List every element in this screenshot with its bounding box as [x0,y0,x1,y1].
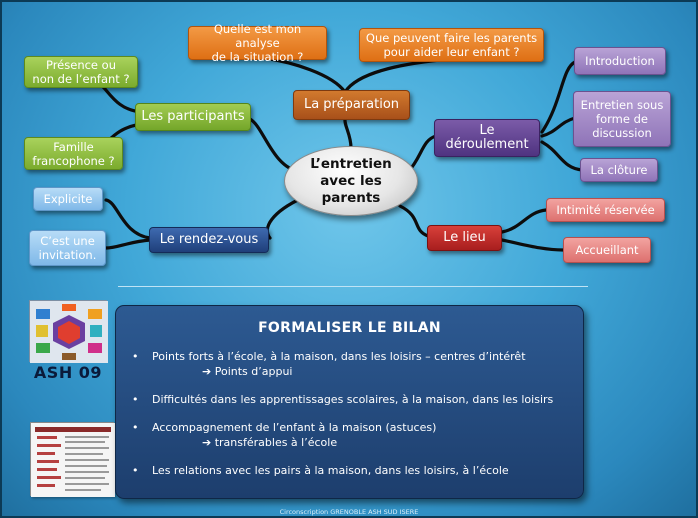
node-explicite: Explicite [33,187,103,211]
bilan-item-text: Accompagnement de l’enfant à la maison (… [152,421,437,434]
node-famille-francophone: Famille francophone ? [24,137,123,170]
footer-credit: Circonscription GRENOBLE ASH SUD ISERE [279,508,419,516]
arrow-right-icon: ➔ [202,436,212,449]
bilan-subitem-text: transférables à l’école [214,436,338,449]
bilan-item-3-sub: ➔ transférables à l’école [202,435,337,450]
document-thumbnail-image [30,422,115,497]
bilan-panel: FORMALISER LE BILAN • Points forts à l’é… [115,305,584,499]
node-cloture: La clôture [580,158,658,182]
arrow-right-icon: ➔ [202,365,212,378]
node-entretien-discussion: Entretien sous forme de discussion [573,91,671,147]
bilan-title: FORMALISER LE BILAN [258,320,441,336]
bilan-item-text: Les relations avec les pairs à la maison… [152,464,509,477]
node-deroulement: Le déroulement [434,119,540,157]
node-accueillant: Accueillant [563,237,651,263]
link-deroulement-intro [540,60,577,134]
link-lieu-intimite [500,208,548,234]
link-deroulement-cloture [540,140,584,172]
bilan-item-1-sub: ➔ Points d’appui [202,364,292,379]
link-center-rendezvous [265,196,304,240]
node-rendezvous: Le rendez-vous [149,227,269,253]
bullet-icon: • [132,393,139,406]
document-lines-icon [31,423,115,497]
section-divider [118,286,588,287]
node-participants: Les participants [135,103,251,131]
bullet-icon: • [132,464,139,477]
node-aide-parents: Que peuvent faire les parents pour aider… [359,28,544,62]
bilan-subitem-text: Points d’appui [214,365,293,378]
node-introduction: Introduction [574,47,666,75]
link-center-preparation [343,116,353,150]
logo-label: ASH 09 [33,363,103,382]
bullet-icon: • [132,350,139,363]
node-preparation: La préparation [293,90,410,120]
node-lieu: Le lieu [427,225,502,251]
node-analyse-situation: Quelle est mon analyse de la situation ? [188,22,327,64]
link-preparation-parents [343,58,442,94]
link-rendezvous-explicite [104,198,152,240]
center-topic: L’entretien avec les parents [284,146,418,216]
logo-graphic-icon [30,301,108,363]
node-intimite: Intimité réservée [546,198,665,222]
link-center-lieu [398,204,430,238]
bilan-item-text: Difficultés dans les apprentissages scol… [152,393,554,406]
node-presence-enfant: Présence ou non de l’enfant ? [24,56,138,88]
ash-logo-image [29,300,108,363]
bullet-icon: • [132,421,139,434]
node-invitation: C’est une invitation. [29,230,106,266]
bilan-item-text: Points forts à l’école, à la maison, dan… [152,350,526,363]
link-deroulement-entretien [540,116,577,138]
link-rendezvous-invitation [104,238,152,250]
link-lieu-accueillant [500,238,565,252]
